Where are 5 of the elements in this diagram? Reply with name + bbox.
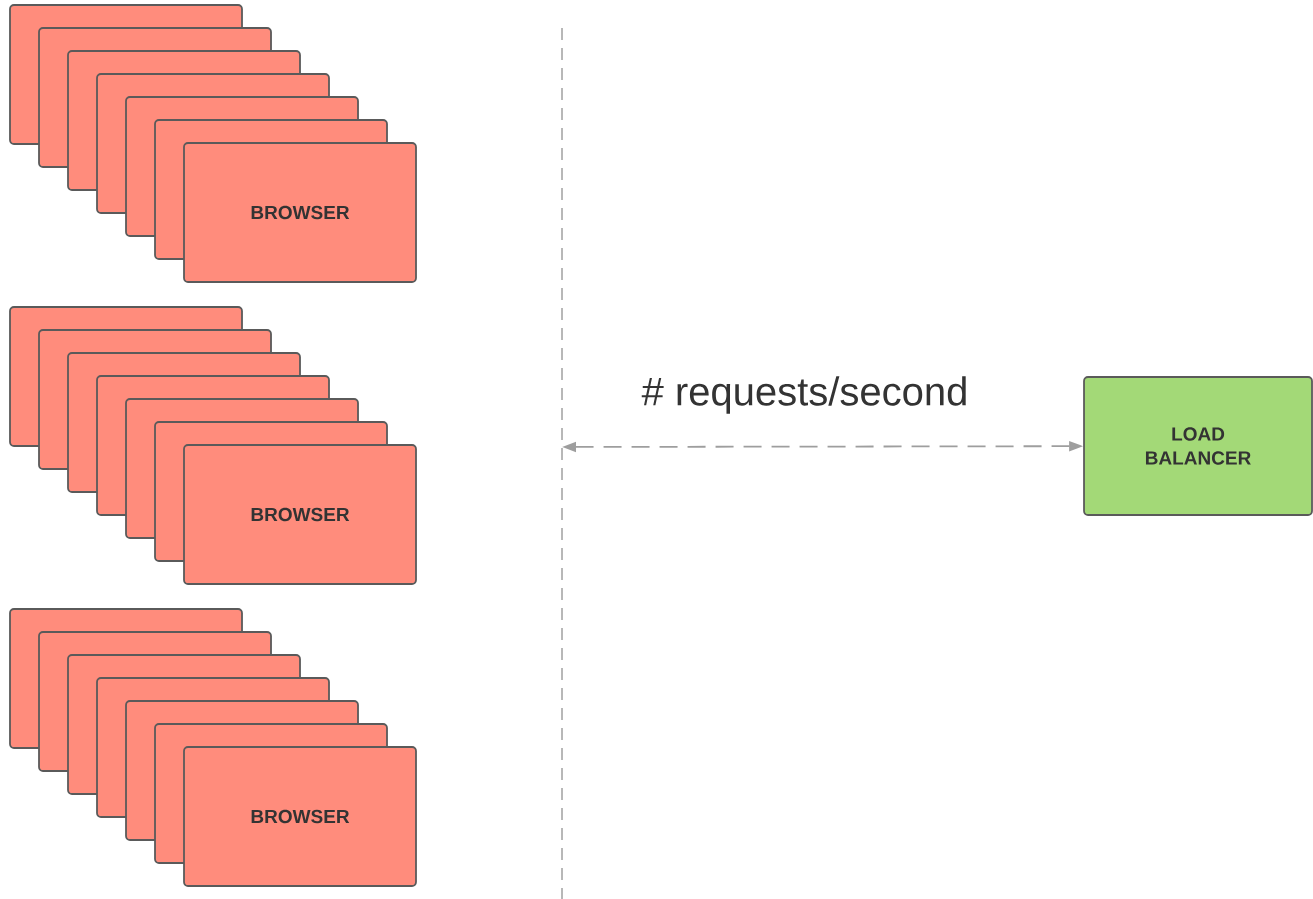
browser-box: BROWSER <box>183 444 417 585</box>
browser-box: BROWSER <box>183 142 417 283</box>
load-balancer-box: LOAD BALANCER <box>1083 376 1313 516</box>
edge-label: # requests/second <box>639 374 971 416</box>
browser-box: BROWSER <box>183 746 417 887</box>
